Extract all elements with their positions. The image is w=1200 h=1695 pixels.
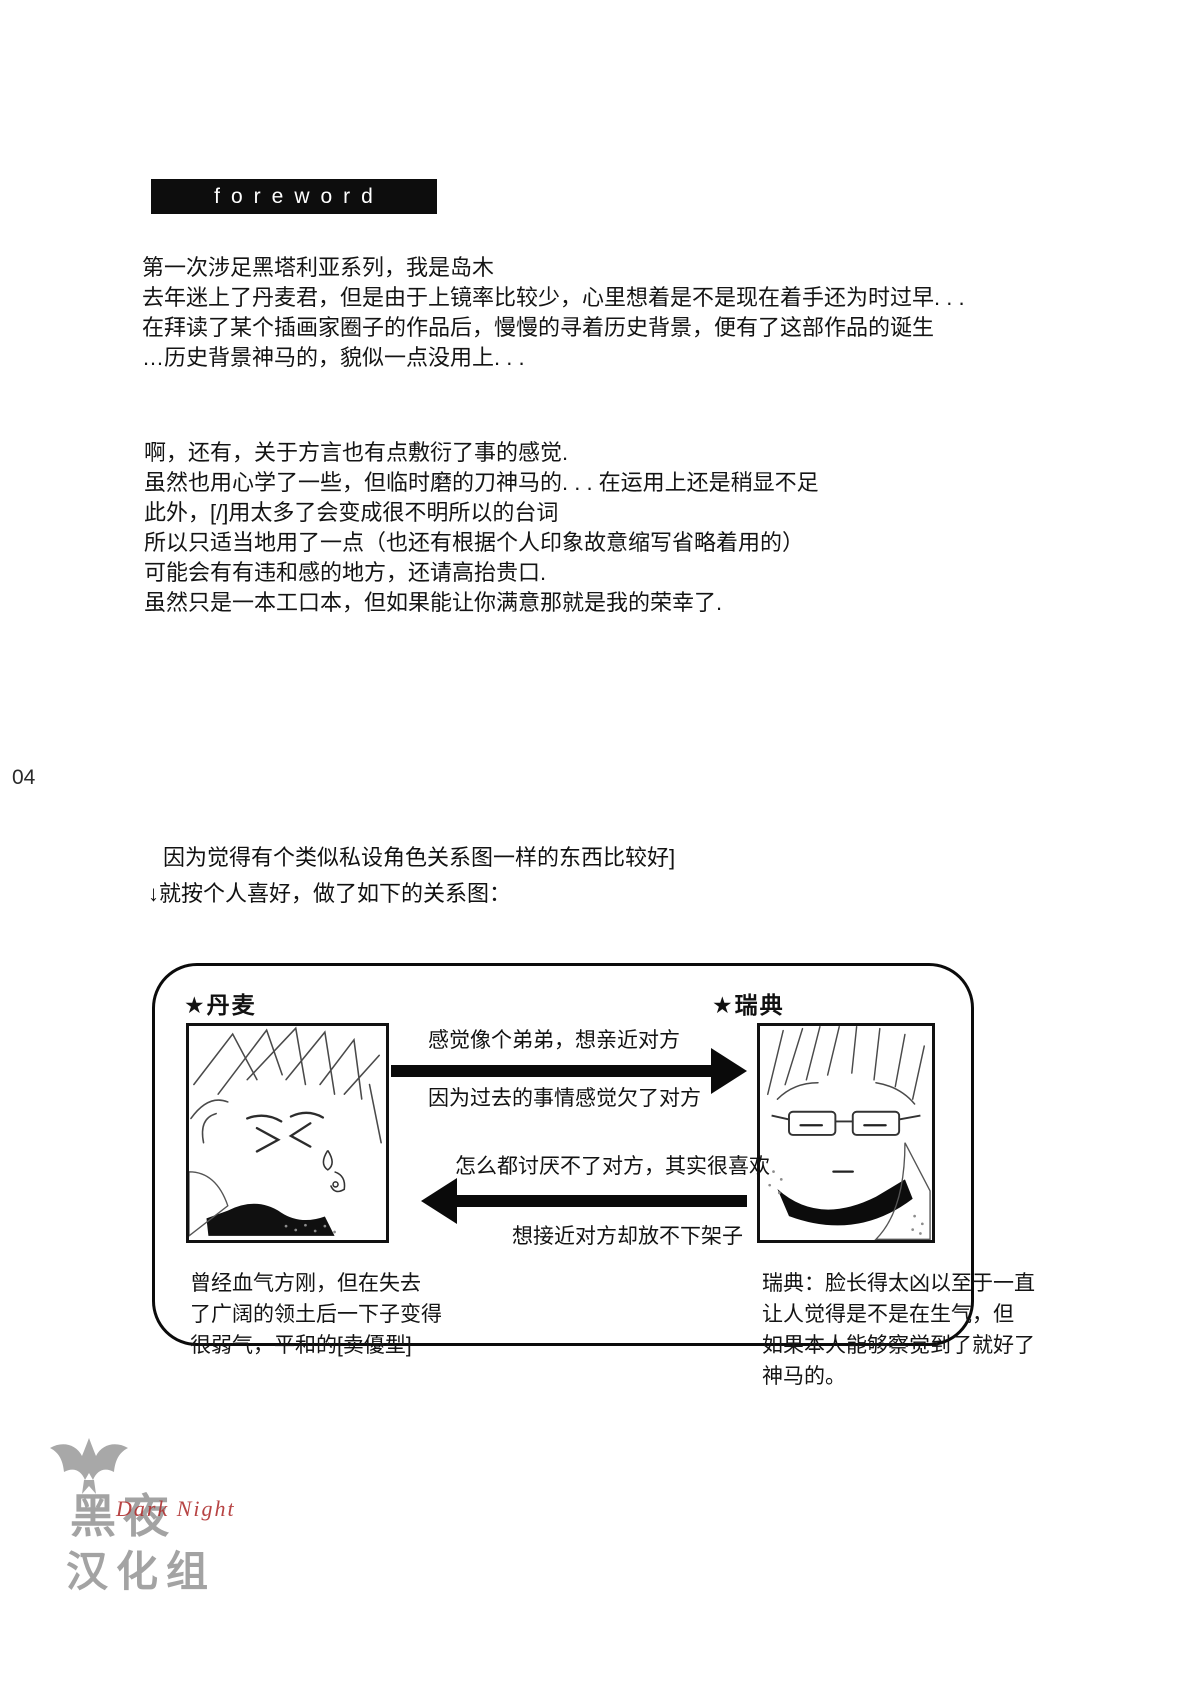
- intro-line: …历史背景神马的，貌似一点没用上. . .: [142, 345, 525, 370]
- arrow-left-shaft: [455, 1195, 747, 1207]
- intro-line: 在拜读了某个插画家圈子的作品后，慢慢的寻着历史背景，便有了这部作品的诞生: [142, 315, 935, 340]
- diagram-intro-line1: 因为觉得有个类似私设角色关系图一样的东西比较好]: [163, 845, 676, 870]
- arrow-right-head-icon: [711, 1048, 747, 1094]
- notes-line: 所以只适当地用了一点（也还有根据个人印象故意缩写省略着用的）: [144, 530, 805, 555]
- denmark-caption-line: 曾经血气方刚，但在失去: [190, 1272, 421, 1295]
- watermark-accent-text: Dark Night: [116, 1496, 236, 1521]
- sweden-label: ★瑞典: [712, 992, 785, 1018]
- denmark-caption: 曾经血气方刚，但在失去 了广阔的领土后一下子变得 很弱气，平和的[卖優型]: [190, 1268, 442, 1361]
- sweden-portrait: [757, 1023, 935, 1243]
- notes-line: 可能会有有违和感的地方，还请高抬贵口.: [144, 560, 547, 585]
- denmark-label: ★丹麦: [184, 992, 257, 1018]
- relationship-arrow-left: [421, 1178, 747, 1224]
- arrow-right-shaft: [391, 1065, 713, 1077]
- sweden-caption: 瑞典：脸长得太凶以至于一直 让人觉得是不是在生气，但 如果本人能够察觉到了就好了…: [762, 1268, 1035, 1392]
- notes-line: 虽然只是一本工口本，但如果能让你满意那就是我的荣幸了.: [144, 590, 723, 615]
- notes-paragraph: 啊，还有，关于方言也有点敷衍了事的感觉. 虽然也用心学了一些，但临时磨的刀神马的…: [144, 438, 819, 618]
- bat-icon: [50, 1438, 128, 1494]
- denmark-portrait-art: [189, 1026, 382, 1237]
- foreword-banner: foreword: [151, 179, 437, 214]
- arrow-right-bottom-text: 因为过去的事情感觉欠了对方: [428, 1087, 701, 1110]
- denmark-caption-line: 很弱气，平和的[卖優型]: [190, 1334, 412, 1357]
- watermark-group-name-2: 汉化组: [66, 1548, 217, 1595]
- arrow-left-head-icon: [421, 1178, 457, 1224]
- notes-line: 此外，[/]用太多了会变成很不明所以的台词: [144, 500, 559, 525]
- arrow-left-top-text: 怎么都讨厌不了对方，其实很喜欢: [455, 1155, 770, 1178]
- sweden-caption-line: 神马的。: [762, 1365, 846, 1388]
- arrow-right-top-text: 感觉像个弟弟，想亲近对方: [428, 1029, 680, 1052]
- sweden-caption-line: 如果本人能够察觉到了就好了: [762, 1334, 1035, 1357]
- diagram-intro-line2: ↓就按个人喜好，做了如下的关系图：: [148, 881, 512, 906]
- sweden-caption-line: 让人觉得是不是在生气，但: [762, 1303, 1014, 1326]
- notes-line: 啊，还有，关于方言也有点敷衍了事的感觉.: [144, 440, 569, 465]
- sweden-caption-line: 瑞典：脸长得太凶以至于一直: [762, 1272, 1035, 1295]
- page-number: 04: [12, 766, 36, 789]
- foreword-label: foreword: [214, 184, 384, 208]
- intro-line: 去年迷上了丹麦君，但是由于上镜率比较少，心里想着是不是现在着手还为时过早. . …: [142, 285, 965, 310]
- denmark-caption-line: 了广阔的领土后一下子变得: [190, 1303, 442, 1326]
- arrow-left-bottom-text: 想接近对方却放不下架子: [512, 1225, 743, 1248]
- denmark-portrait: [186, 1023, 389, 1243]
- watermark-group-name-1: 黑夜: [70, 1490, 176, 1542]
- notes-line: 虽然也用心学了一些，但临时磨的刀神马的. . . 在运用上还是稍显不足: [144, 470, 819, 495]
- relationship-arrow-right: [391, 1048, 747, 1094]
- intro-paragraph: 第一次涉足黑塔利亚系列，我是岛木 去年迷上了丹麦君，但是由于上镜率比较少，心里想…: [142, 253, 965, 373]
- intro-line: 第一次涉足黑塔利亚系列，我是岛木: [142, 255, 495, 280]
- sweden-portrait-art: [767, 1026, 931, 1240]
